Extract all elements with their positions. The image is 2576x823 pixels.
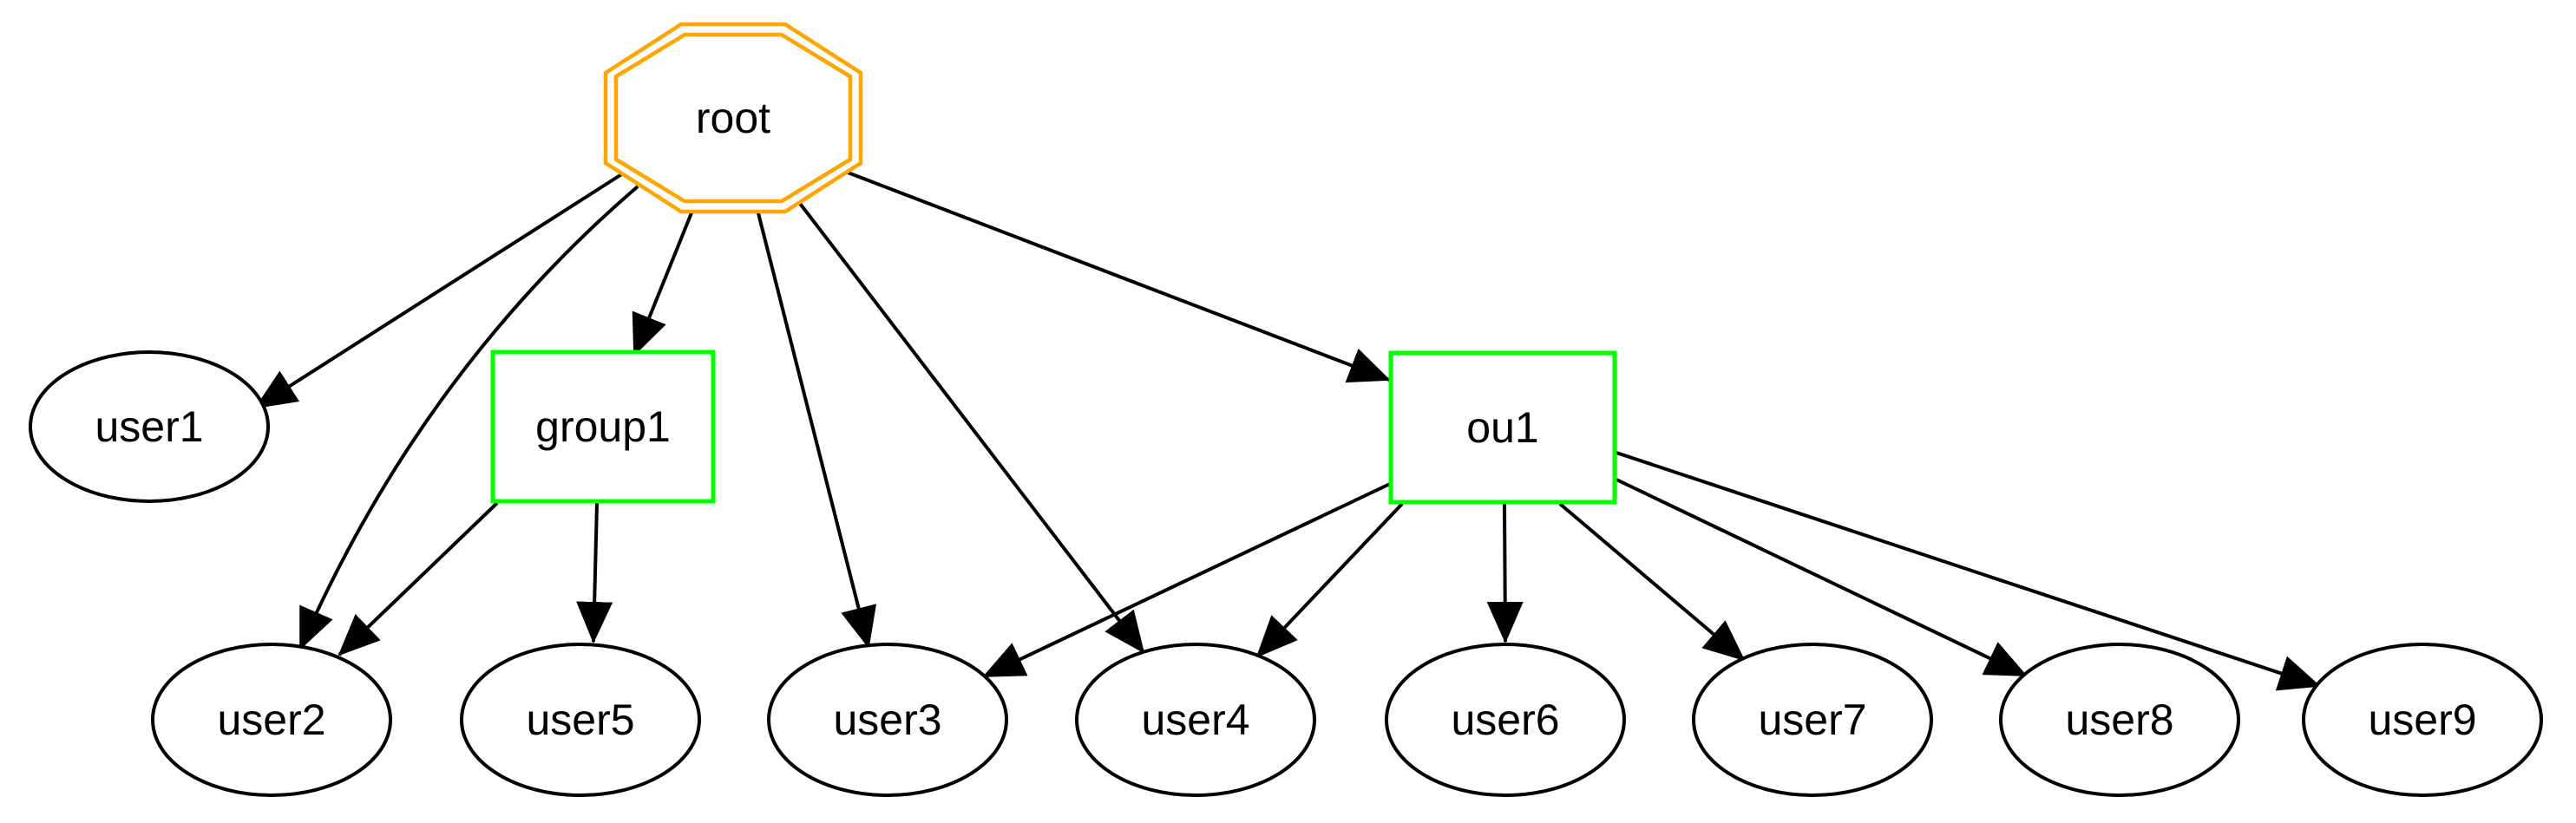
edges-layer <box>254 169 2321 691</box>
node-user2-label: user2 <box>217 696 325 744</box>
node-user5: user5 <box>460 643 701 797</box>
node-user6-label: user6 <box>1451 696 1559 744</box>
edge-ou1-user6 <box>1486 503 1524 643</box>
node-ou1: ou1 <box>1388 350 1617 505</box>
node-group1-shape <box>490 349 716 504</box>
edge-root-user4 <box>796 199 1145 654</box>
node-user8-label: user8 <box>2065 696 2173 744</box>
node-user5-label: user5 <box>526 696 634 744</box>
node-ou1-label: ou1 <box>1466 403 1538 452</box>
node-root-outer-octagon <box>603 22 863 214</box>
node-user9: user9 <box>2302 643 2543 797</box>
nodes-layer: root user1 group1 ou1 user2 user5 user3 user4 us… <box>29 22 2543 797</box>
node-user5-shape <box>460 643 701 797</box>
edge-ou1-user9 <box>1616 451 2321 691</box>
node-user4-shape <box>1075 643 1316 797</box>
node-root-label: root <box>696 94 770 142</box>
edge-ou1-user3 <box>982 481 1393 678</box>
node-group1-label: group1 <box>535 402 671 451</box>
node-user8: user8 <box>1999 643 2240 797</box>
node-ou1-shape <box>1388 350 1617 505</box>
edge-root-user1 <box>254 172 625 409</box>
node-user6-shape <box>1385 643 1626 797</box>
node-user6: user6 <box>1385 643 1626 797</box>
node-user4: user4 <box>1075 643 1316 797</box>
node-group1: group1 <box>490 349 716 504</box>
edge-root-ou1 <box>842 169 1391 383</box>
node-user2: user2 <box>151 643 392 797</box>
node-user7-label: user7 <box>1758 696 1866 744</box>
edge-group1-user5 <box>576 502 613 643</box>
edge-group1-user2 <box>338 501 499 656</box>
node-user1: user1 <box>29 350 270 503</box>
node-root-inner-octagon <box>613 32 853 204</box>
node-user1-shape <box>29 350 270 503</box>
node-user9-label: user9 <box>2368 696 2476 744</box>
edge-ou1-user8 <box>1616 478 2028 677</box>
node-root: root <box>603 22 863 214</box>
edge-root-user3 <box>756 209 877 649</box>
node-user2-shape <box>151 643 392 797</box>
edge-ou1-user4 <box>1255 502 1404 658</box>
node-user7: user7 <box>1692 643 1933 797</box>
node-user4-label: user4 <box>1141 696 1249 744</box>
node-user8-shape <box>1999 643 2240 797</box>
node-user1-label: user1 <box>95 402 203 451</box>
node-user9-shape <box>2302 643 2543 797</box>
node-user3-label: user3 <box>833 696 941 744</box>
edge-root-group1 <box>632 210 694 356</box>
node-user3-shape <box>767 643 1008 797</box>
node-user7-shape <box>1692 643 1933 797</box>
node-user3: user3 <box>767 643 1008 797</box>
edge-ou1-user7 <box>1558 502 1746 662</box>
edge-root-user2 <box>298 185 639 650</box>
